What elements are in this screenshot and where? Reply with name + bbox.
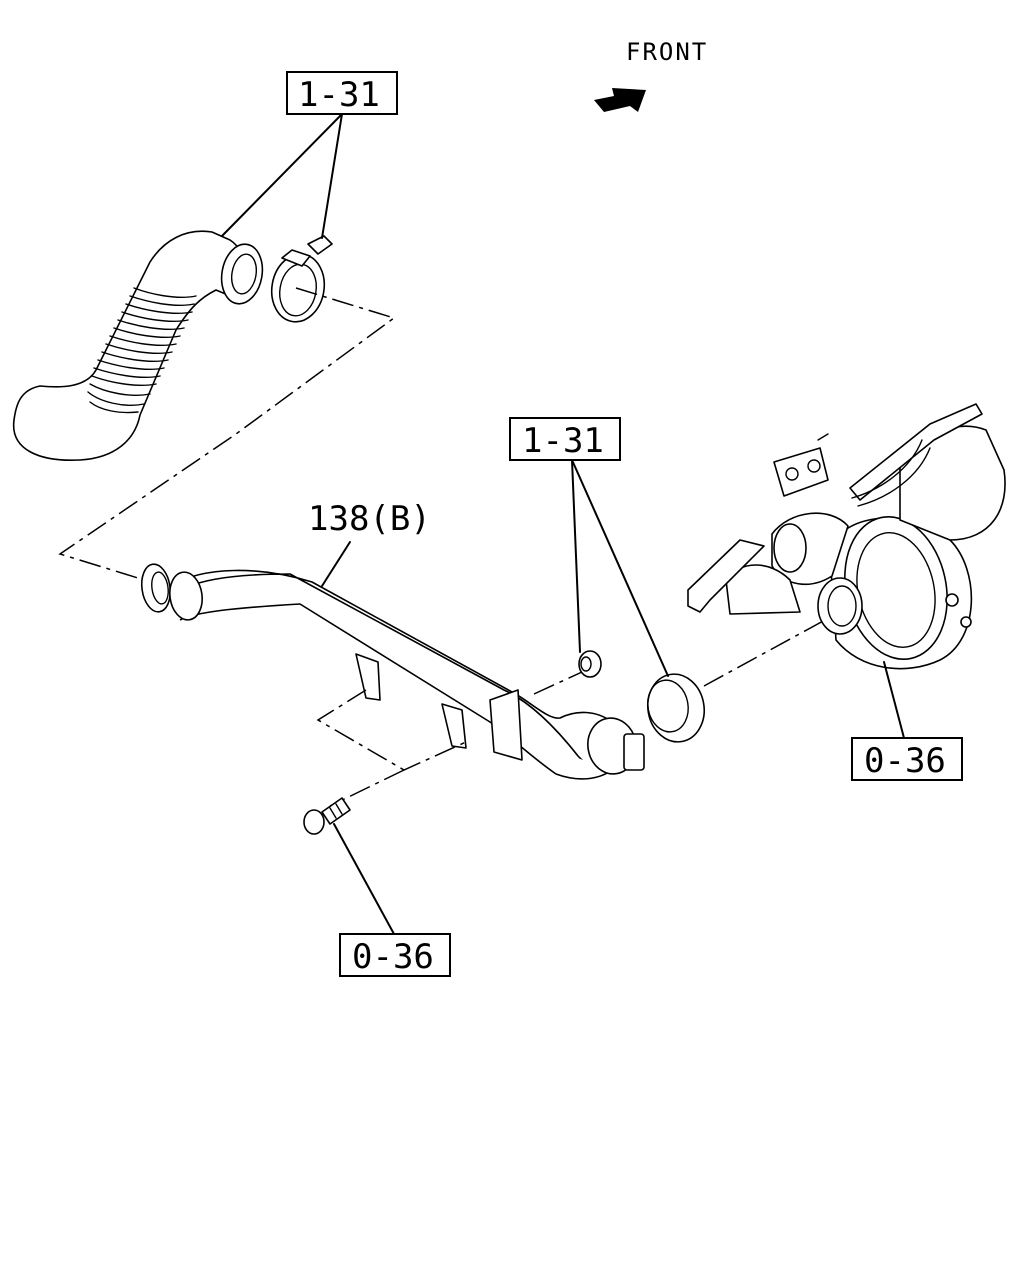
callout-turbo-ref: 0-36 <box>864 741 946 781</box>
turbocharger <box>687 403 1006 670</box>
intake-pipe-138b <box>140 563 645 780</box>
callout-bolt-ref: 0-36 <box>352 937 434 977</box>
callout-clamp-gasket-ref: 1-31 <box>522 421 604 461</box>
hose-clamp <box>270 235 333 323</box>
callout-box-turbo <box>851 737 963 781</box>
pipe-138b-label: 138(B) <box>308 499 431 539</box>
intake-hose <box>12 230 264 461</box>
gasket-ring <box>578 650 602 678</box>
callout-box-bolt <box>339 933 451 977</box>
front-arrow-icon <box>594 88 646 112</box>
front-direction-label: FRONT <box>626 38 708 66</box>
flange-bolt <box>303 797 351 835</box>
clamp-collar <box>647 673 705 743</box>
callout-hose-clamp-ref: 1-31 <box>298 75 380 115</box>
callout-box-clamp-gasket <box>509 417 621 461</box>
